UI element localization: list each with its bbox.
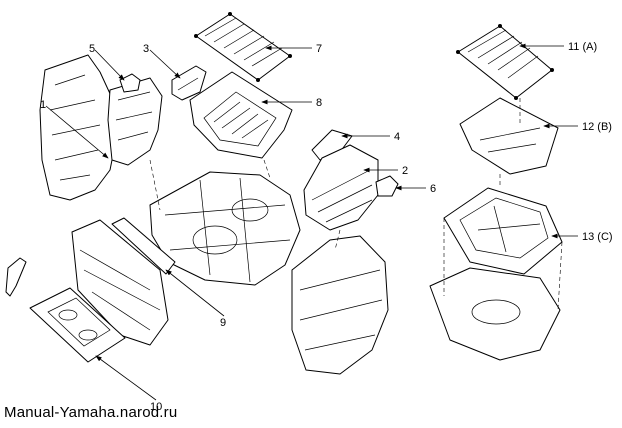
part-1-side-trim xyxy=(39,54,163,201)
part-5-bracket xyxy=(119,73,141,93)
leader-lines xyxy=(45,43,578,401)
callout-7: 7 xyxy=(316,43,322,55)
callout-10: 10 xyxy=(150,401,162,413)
right-base-structure xyxy=(429,267,561,361)
callout-4: 4 xyxy=(394,131,400,143)
part-2-side-trim xyxy=(303,144,379,231)
hook-part xyxy=(5,257,27,297)
callout-11: 11 (A) xyxy=(568,41,597,53)
right-body-structure xyxy=(291,235,389,375)
rear-panel xyxy=(71,219,169,346)
center-floor-panel xyxy=(149,171,301,286)
callout-6: 6 xyxy=(430,183,436,195)
watermark-text: Manual-Yamaha.narod.ru xyxy=(4,404,178,421)
part-6-bracket xyxy=(375,175,399,197)
part-10-tray xyxy=(29,287,126,363)
alignment-lines-left xyxy=(71,159,341,251)
callout-8: 8 xyxy=(316,97,322,109)
part-13-luggage-box xyxy=(443,187,563,275)
callout-3: 3 xyxy=(143,43,149,55)
part-11-cargo-net xyxy=(456,24,554,100)
callout-9: 9 xyxy=(220,317,226,329)
part-3-bracket xyxy=(171,65,207,101)
callout-5: 5 xyxy=(89,43,95,55)
part-12-luggage-mat xyxy=(459,97,559,175)
part-7-luggage-net xyxy=(194,12,292,82)
part-8-floor-covering xyxy=(189,71,293,159)
callout-12: 12 (B) xyxy=(582,121,612,133)
part-9-cover xyxy=(111,217,176,275)
alignment-lines xyxy=(443,98,563,311)
callout-13: 13 (C) xyxy=(582,231,613,243)
callout-2: 2 xyxy=(402,165,408,177)
callout-1: 1 xyxy=(40,99,46,111)
